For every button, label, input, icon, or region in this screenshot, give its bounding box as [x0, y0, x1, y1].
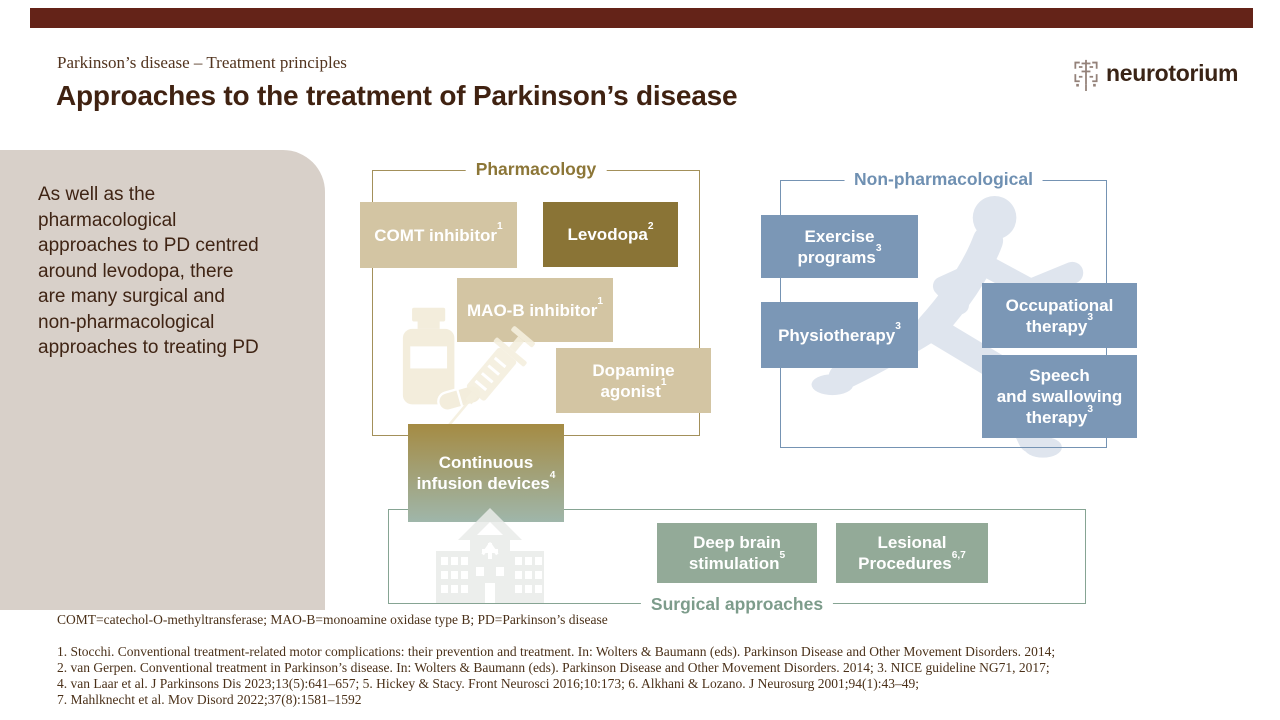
non-pharmacological-section-title: Non-pharmacological — [844, 169, 1043, 190]
treatment-box-levodopa: Levodopa2 — [543, 202, 678, 267]
footnote-abbreviations: COMT=catechol-O-methyltransferase; MAO-B… — [57, 612, 608, 627]
surgical-section-outline: Surgical approaches — [388, 509, 1086, 615]
page-title: Approaches to the treatment of Parkinson… — [56, 80, 738, 111]
syringe-icon — [444, 326, 535, 431]
reference-list: 1. Stocchi. Conventional treatment-relat… — [57, 644, 1056, 707]
brain-logo-icon — [1074, 59, 1098, 91]
surgical-section-title: Surgical approaches — [640, 594, 834, 615]
slide-eyebrow: Parkinson’s disease – Treatment principl… — [57, 53, 347, 72]
treatment-box-physiotherapy: Physiotherapy3 — [761, 302, 918, 368]
logo-wordmark: neurotorium — [1106, 60, 1239, 86]
pill-bottle-icon — [402, 307, 482, 412]
top-accent-bar — [30, 8, 1253, 28]
hospital-icon — [436, 508, 544, 603]
treatment-box-comt-inhibitor: COMT inhibitor1 — [360, 202, 517, 268]
pharmacology-section-title: Pharmacology — [465, 159, 607, 180]
treatment-box-maob-inhibitor: MAO-B inhibitor1 — [457, 278, 613, 342]
